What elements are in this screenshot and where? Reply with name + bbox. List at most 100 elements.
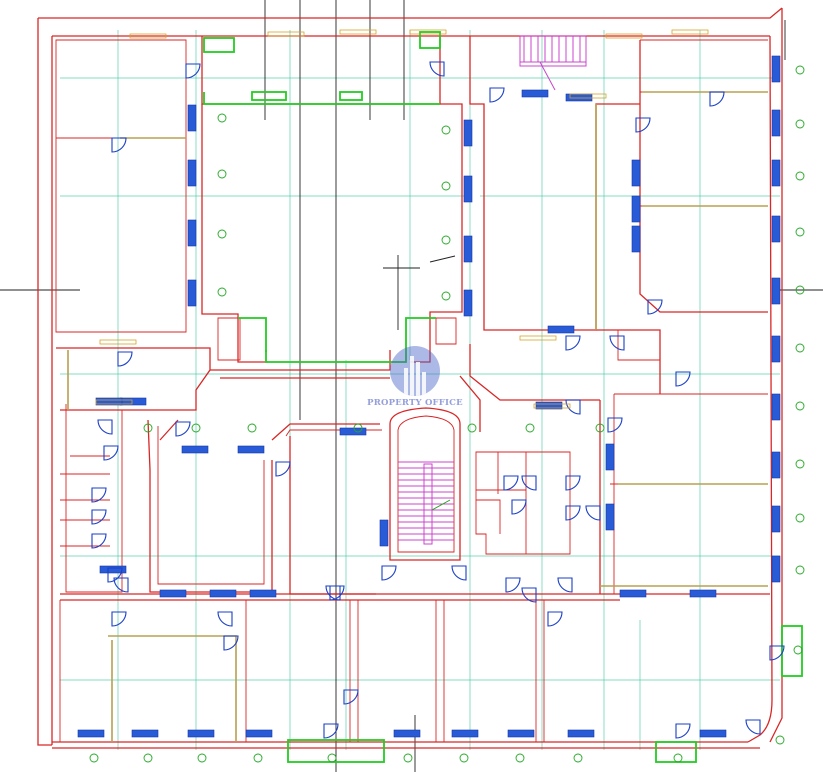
window-symbol	[187, 219, 197, 247]
grid-axis-marker	[441, 291, 451, 301]
grid-axis-marker	[441, 181, 451, 191]
door-swing-symbol	[675, 723, 691, 739]
door-swing-symbol	[323, 723, 339, 739]
window-symbol	[547, 325, 575, 334]
window-symbol	[535, 401, 563, 410]
dimension-tick	[519, 335, 557, 341]
grid-axis-marker	[515, 753, 525, 763]
window-symbol	[451, 729, 479, 738]
grid-axis-marker	[253, 753, 263, 763]
dimension-tick	[267, 31, 305, 37]
door-swing-symbol	[429, 61, 445, 77]
grid-axis-marker	[197, 753, 207, 763]
dimension-labels	[95, 29, 709, 409]
grid-axis-marker	[775, 735, 785, 745]
windows	[77, 55, 781, 738]
window-symbol	[249, 589, 277, 598]
staircase-central	[398, 461, 454, 545]
door-swing-symbol	[113, 577, 129, 593]
window-symbol	[209, 589, 237, 598]
dimension-tick	[671, 29, 709, 35]
window-symbol	[187, 104, 197, 132]
grid-axis-marker	[795, 459, 805, 469]
dimension-tick	[95, 399, 133, 405]
window-symbol	[463, 119, 473, 147]
door-swing-symbol	[547, 611, 563, 627]
door-swing-symbol	[381, 565, 397, 581]
grid-axis-marker	[247, 423, 257, 433]
grid-axis-marker	[143, 423, 153, 433]
door-swing-symbol	[117, 351, 133, 367]
window-symbol	[619, 589, 647, 598]
window-symbol	[237, 445, 265, 454]
door-swing-symbol	[585, 505, 601, 521]
door-swing-symbol	[503, 475, 519, 491]
door-swing-symbol	[111, 611, 127, 627]
dimension-tick	[533, 403, 571, 409]
door-swing-symbol	[91, 509, 107, 525]
grid-axis-marker	[441, 125, 451, 135]
door-swing-symbol	[709, 91, 725, 107]
door-swing-symbol	[325, 585, 341, 601]
door-swing-symbol	[175, 421, 191, 437]
grid-axis-marker	[795, 119, 805, 129]
dimension-tick	[129, 33, 167, 39]
grid-axis-marker	[795, 343, 805, 353]
door-swing-symbol	[275, 461, 291, 477]
window-symbol	[771, 55, 781, 83]
grid-axis-marker	[467, 423, 477, 433]
grid-axis-marker	[191, 423, 201, 433]
door-swing-symbol	[217, 611, 233, 627]
door-swing-symbol	[505, 577, 521, 593]
grid-axis-marker	[217, 229, 227, 239]
grid-axis-marker	[573, 753, 583, 763]
grid-axis-marker	[441, 235, 451, 245]
door-swing-symbol	[343, 689, 359, 705]
door-swing-symbol	[97, 419, 113, 435]
door-swing-symbol	[91, 533, 107, 549]
grid-axis-marker	[403, 753, 413, 763]
door-swing-symbol	[223, 635, 239, 651]
grid-axis-marker	[795, 65, 805, 75]
dimension-tick	[569, 93, 607, 99]
grid-axis-marker	[525, 423, 535, 433]
grid-axis-marker	[795, 285, 805, 295]
door-swing-symbol	[647, 299, 663, 315]
window-symbol	[771, 505, 781, 533]
door-swing-symbol	[607, 417, 623, 433]
doors	[91, 61, 785, 739]
window-symbol	[699, 729, 727, 738]
window-symbol	[631, 159, 641, 187]
grid-axis-marker	[795, 565, 805, 575]
grid-axis-marker	[217, 287, 227, 297]
window-symbol	[771, 159, 781, 187]
grid-axis-marker	[793, 645, 803, 655]
window-symbol	[605, 503, 615, 531]
window-symbol	[771, 393, 781, 421]
grid-axis-marker	[143, 753, 153, 763]
grid-axis-markers	[89, 65, 805, 763]
dimension-tick	[409, 29, 447, 35]
window-symbol	[567, 729, 595, 738]
grid-axis-marker	[217, 113, 227, 123]
door-swing-symbol	[565, 399, 581, 415]
window-symbol	[187, 279, 197, 307]
window-symbol	[131, 729, 159, 738]
door-swing-symbol	[609, 335, 625, 351]
window-symbol	[187, 159, 197, 187]
window-symbol	[771, 451, 781, 479]
window-symbol	[631, 195, 641, 223]
window-symbol	[339, 427, 367, 436]
grid-lines	[60, 30, 780, 750]
door-swing-symbol	[565, 475, 581, 491]
grid-axis-marker	[327, 753, 337, 763]
door-swing-symbol	[769, 645, 785, 661]
window-symbol	[187, 729, 215, 738]
window-symbol	[771, 215, 781, 243]
window-symbol	[463, 175, 473, 203]
grid-axis-marker	[673, 753, 683, 763]
window-symbol	[99, 565, 127, 574]
door-swing-symbol	[451, 565, 467, 581]
door-swing-symbol	[565, 505, 581, 521]
window-symbol	[521, 89, 549, 98]
